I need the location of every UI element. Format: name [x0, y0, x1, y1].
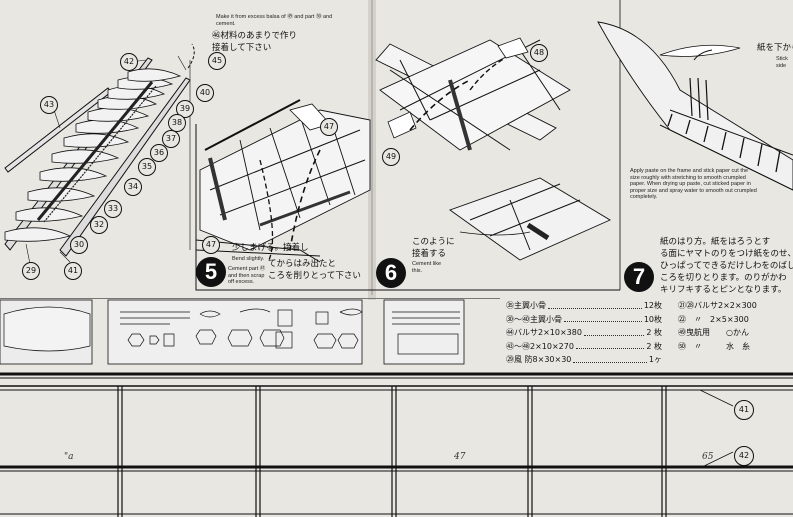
parts-row: ㉒ 〃 2×5×300	[678, 314, 749, 324]
step7-note-jp: 紙のはり方。紙をはろうとす る面にヤマトのりをつけ紙をのせ、 ひっぱってできるだ…	[660, 236, 793, 296]
step7-note-jp-line: る面にヤマトのりをつけ紙をのせ、	[660, 249, 793, 259]
step6-note-en: Cement like this.	[412, 261, 442, 274]
handwritten-note-a: 47	[454, 452, 466, 462]
wing-plan-drawing	[0, 372, 793, 517]
step7-badge: 7	[624, 262, 654, 292]
callout-37: 37	[162, 130, 180, 148]
callout-48: 48	[530, 44, 548, 62]
callout-36: 36	[150, 144, 168, 162]
step7-drawing	[597, 21, 793, 191]
parts-row: ㊸〜㊽2×10×270 2 枚	[506, 340, 662, 354]
step5-top-note-en: Make it from excess balsa of ㊾ and part …	[216, 14, 333, 27]
callout-32: 32	[90, 216, 108, 234]
parts-row: ㉙風 防8×30×30 1ヶ	[506, 353, 662, 367]
parts-list-left: ㉟主翼小骨 12枚 ㉚〜㊵主翼小骨 10枚 ㊹バルサ2×10×380 2 枚 ㊸〜㊽2…	[506, 299, 662, 367]
part-qty: 2 枚	[646, 341, 662, 351]
handwritten-note-c: "a	[64, 452, 74, 462]
callout-30: 30	[70, 236, 88, 254]
callout-29: 29	[22, 262, 40, 280]
callout-47-top: 47	[320, 118, 338, 136]
part-qty: 12枚	[643, 301, 662, 310]
part-label: ㉚〜㊵主翼小骨	[506, 314, 562, 324]
callout-42: 42	[120, 53, 138, 71]
part-qty: 1ヶ	[648, 355, 662, 365]
callout-47-bottom: 47	[202, 236, 220, 254]
part-label: ㊹バルサ2×10×380	[506, 328, 582, 338]
step5-bottom-note-jp2: ころを削りとって下さい	[268, 271, 361, 281]
step5-bottom-note-jp1: てからはみ出たと	[268, 259, 337, 269]
parts-row: ㊾曳航用 ○かん	[678, 328, 749, 338]
part-label: ㉙風 防8×30×30	[506, 355, 572, 365]
step7-note-jp-line: キリフキするとピンとなります。	[660, 285, 787, 295]
part-label: ㊸〜㊽2×10×270	[506, 341, 574, 351]
step5-top-note-jp2: 接着して下さい	[212, 43, 272, 53]
parts-row: ㊹バルサ2×10×380 2 枚	[506, 326, 662, 340]
step7-note-en: Apply paste on the frame and stick paper…	[630, 168, 757, 200]
step5-frame	[189, 60, 372, 291]
step7-top-jp: 紙を下から	[757, 43, 793, 53]
part-qty: 2 枚	[646, 328, 662, 338]
parts-list-right: ㉑㉘バルサ2×2×300 ㉒ 〃 2×5×300 ㊾曳航用 ○かん ㊿ 〃 水 …	[678, 299, 757, 353]
step5-mid-note-en: Bend slightly.	[232, 256, 265, 262]
plan-callout-42: 42	[734, 446, 754, 466]
parts-row: ㉟主翼小骨 12枚	[506, 299, 662, 313]
callout-45: 45	[208, 52, 226, 70]
step5-mid-note-jp: 少しまげる。接着し	[232, 243, 309, 253]
step7-note-jp-line: 紙のはり方。紙をはろうとす	[660, 237, 771, 247]
plan-callout-41: 41	[734, 400, 754, 420]
callout-43: 43	[40, 96, 58, 114]
step6-drawing	[372, 0, 621, 291]
step5-bottom-note-en: Cement part ㊼ and then scrap off excess.	[228, 266, 266, 285]
step7-note-jp-line: ころを切りとります。のりがかわ	[660, 273, 787, 283]
callout-41: 41	[64, 262, 82, 280]
parts-sheet-strip	[0, 298, 500, 365]
callout-34: 34	[124, 178, 142, 196]
step5-top-note-jp1: ㊻材料のあまりで作り	[212, 31, 298, 41]
step7-note-jp-line: ひっぱってできるだけしわをのばし	[660, 261, 793, 271]
step6-badge: 6	[376, 258, 406, 288]
wing-ribs-drawing	[4, 43, 195, 265]
callout-33: 33	[104, 200, 122, 218]
parts-row: ㉚〜㊵主翼小骨 10枚	[506, 313, 662, 327]
callout-39: 39	[176, 100, 194, 118]
step6-note-jp1: このように	[412, 237, 455, 247]
part-qty: 10枚	[643, 314, 662, 324]
parts-row: ㉑㉘バルサ2×2×300	[678, 301, 757, 310]
step5-badge: 5	[196, 257, 226, 287]
part-label: ㉟主翼小骨	[506, 301, 546, 310]
parts-row: ㊿ 〃 水 糸	[678, 341, 750, 351]
handwritten-note-b: 65	[702, 452, 714, 462]
callout-40: 40	[196, 84, 214, 102]
callout-49: 49	[382, 148, 400, 166]
step6-note-jp2: 接着する	[412, 249, 447, 259]
callout-35: 35	[138, 158, 156, 176]
step7-top-en: Stick side	[776, 56, 788, 69]
